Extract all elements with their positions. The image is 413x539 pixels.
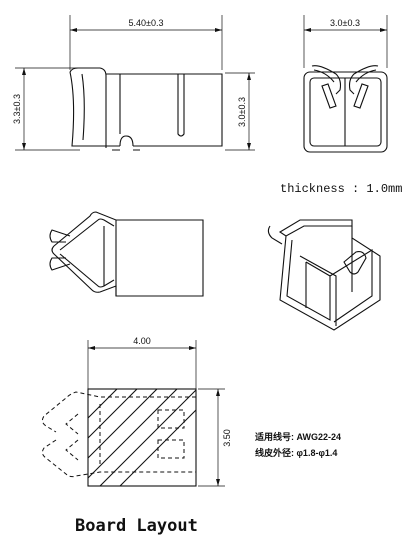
board-layout: 4.00 3.50 <box>41 336 232 487</box>
side-inner-height-label: 3.0±0.3 <box>237 97 247 127</box>
side-height-label: 3.3±0.3 <box>12 94 22 124</box>
isometric-view <box>267 219 381 331</box>
board-width-label: 4.00 <box>133 336 151 346</box>
front-width-label: 3.0±0.3 <box>330 18 360 28</box>
front-view: 3.0±0.3 <box>303 15 388 153</box>
thickness-note: thickness : 1.0mm <box>280 182 402 196</box>
board-layout-title: Board Layout <box>75 516 198 536</box>
board-height-label: 3.50 <box>222 429 232 447</box>
top-view <box>49 211 204 297</box>
side-view: 5.40±0.3 3.3±0.3 3.0±0.3 <box>12 15 255 151</box>
side-width-label: 5.40±0.3 <box>129 18 164 28</box>
wire-diameter-spec: 线皮外径: φ1.8-φ1.4 <box>255 447 337 458</box>
wire-gauge-spec: 适用线号: AWG22-24 <box>255 431 341 442</box>
